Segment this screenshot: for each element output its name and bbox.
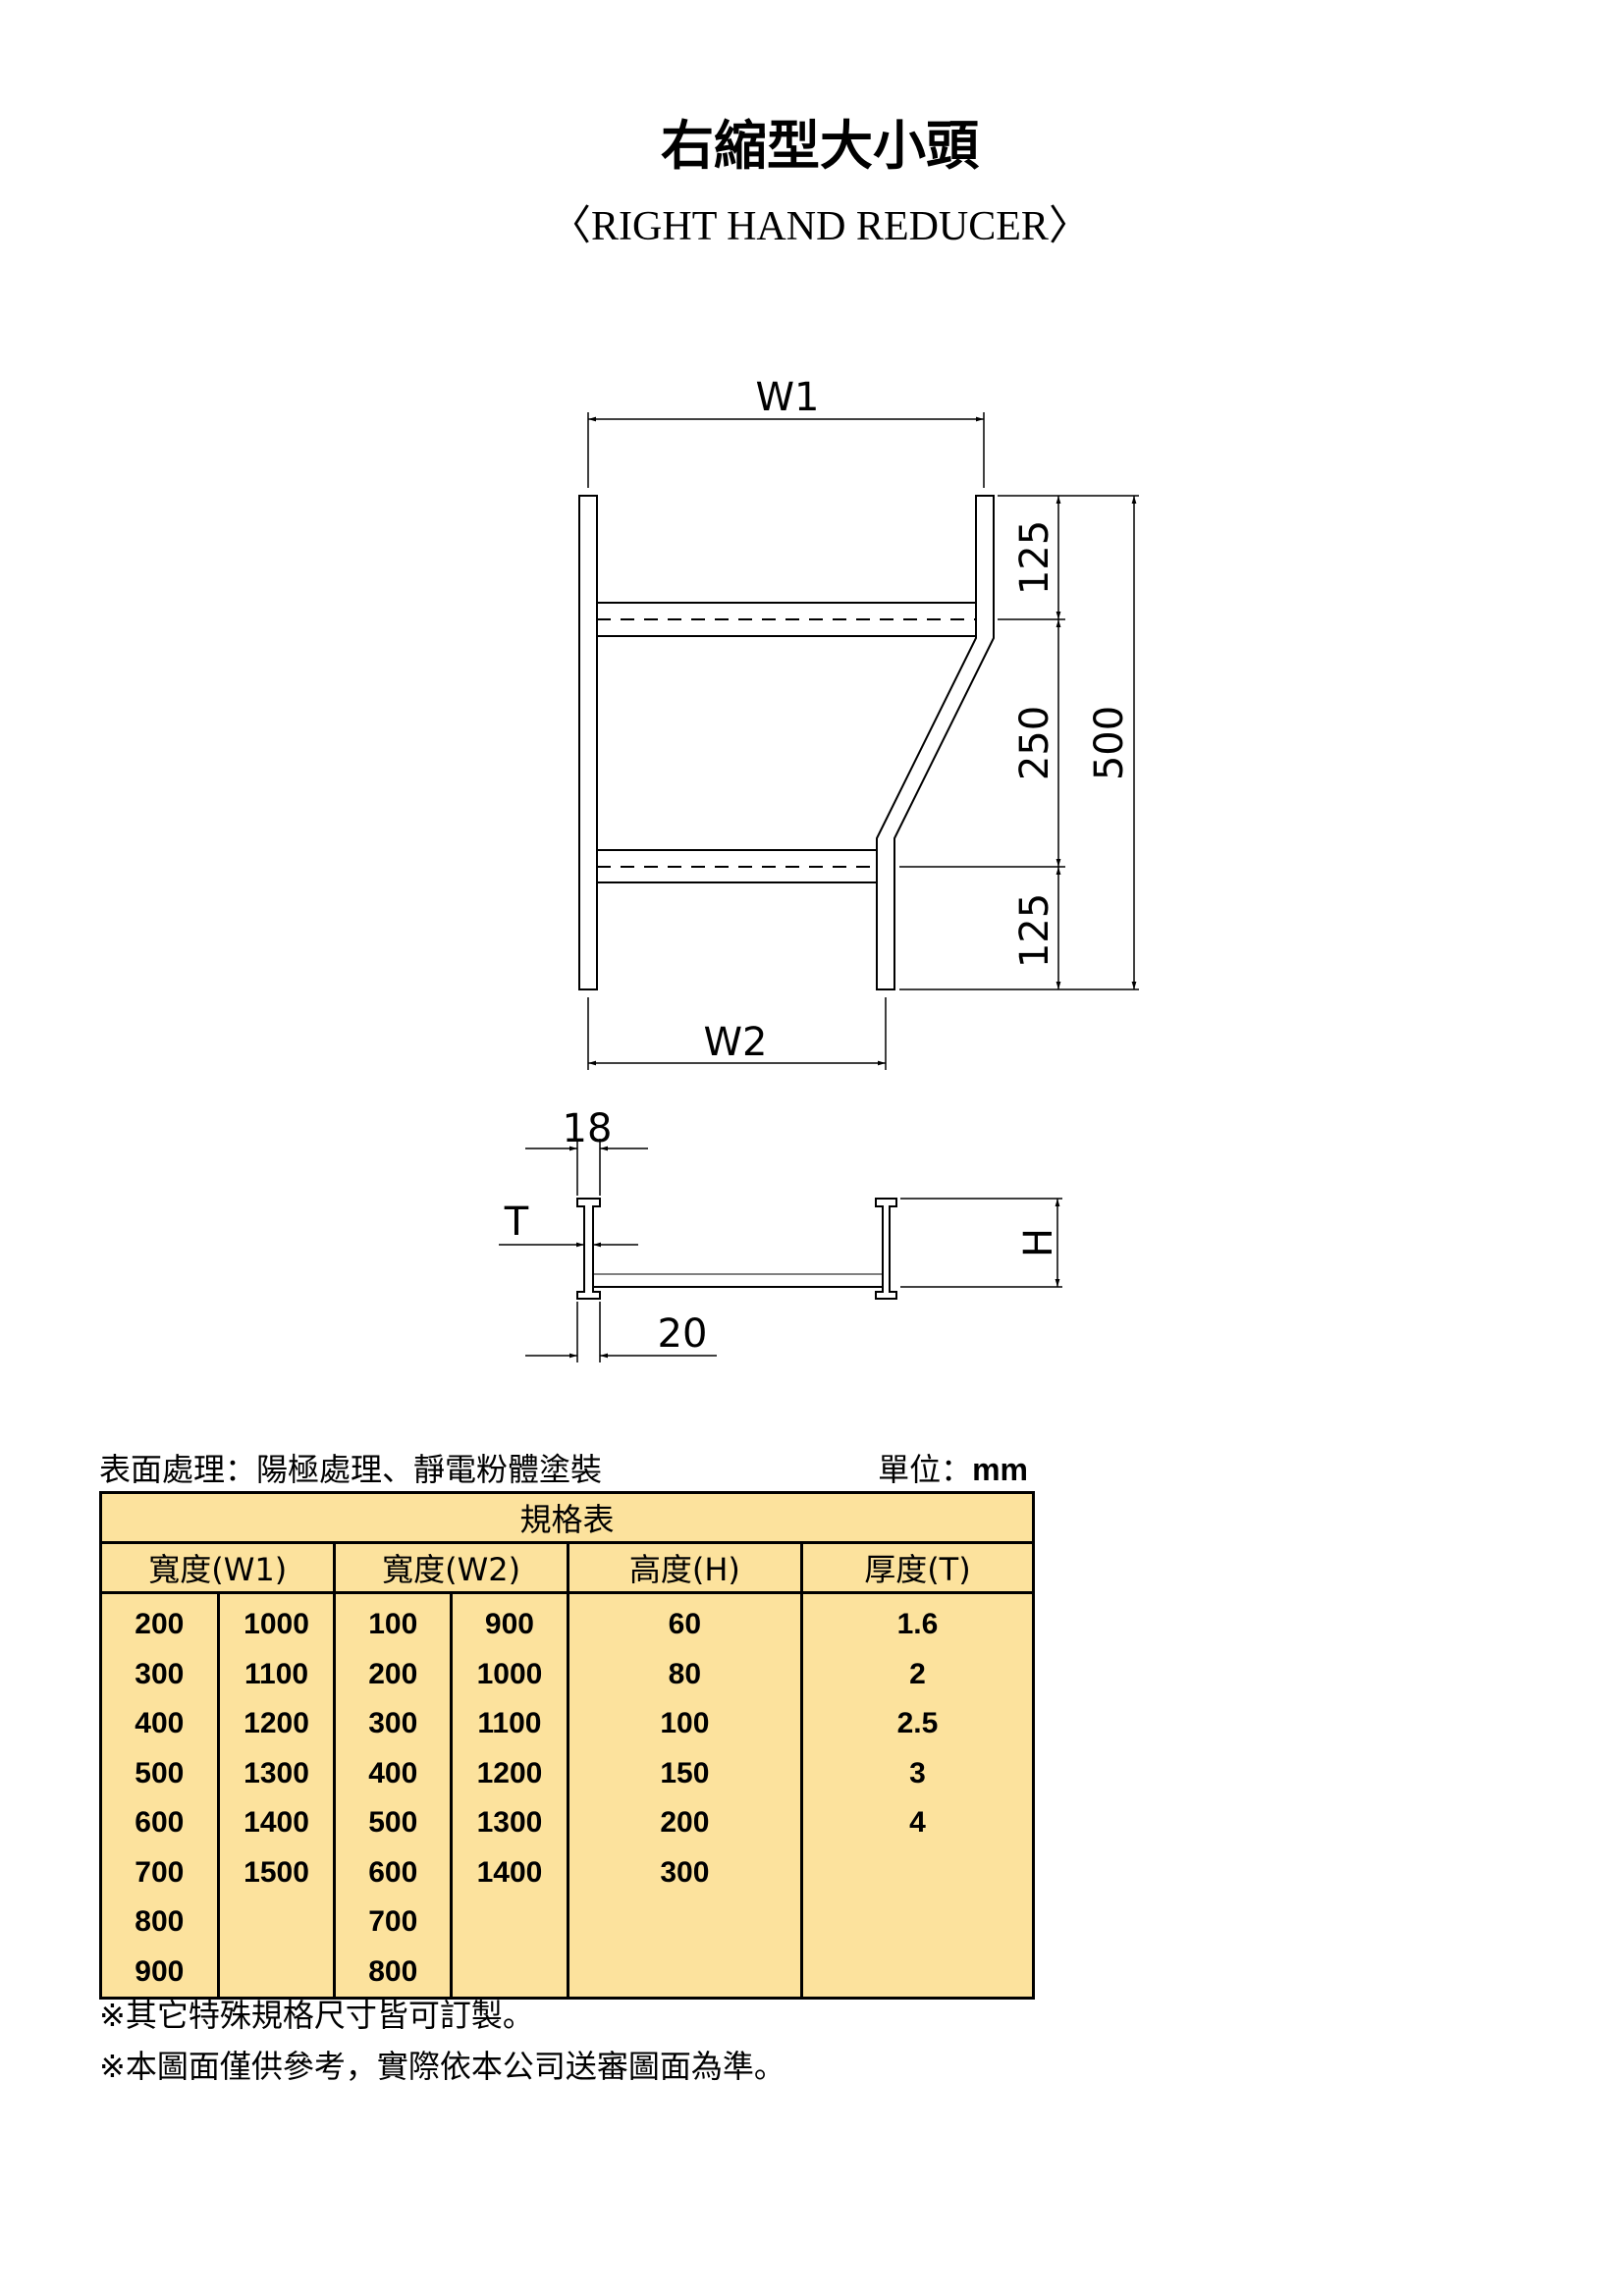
table-cell: 400 — [333, 1748, 454, 1798]
header-w1: 寬度(W1) — [98, 1541, 337, 1594]
page-title: 右縮型大小頭 — [661, 115, 979, 177]
table-cell: 2.5 — [799, 1699, 1036, 1749]
table-cell: 1.6 — [799, 1592, 1036, 1650]
header-w2: 寬度(W2) — [333, 1541, 569, 1594]
section-dimensions — [499, 1139, 1062, 1362]
left-rail — [578, 495, 598, 990]
table-cell — [450, 1947, 569, 2000]
table-cell: 1400 — [450, 1847, 569, 1897]
table-cell: 300 — [566, 1847, 803, 1897]
dim-500: 500 — [1087, 706, 1132, 780]
table-cell: 150 — [566, 1748, 803, 1798]
table-cell: 300 — [333, 1699, 454, 1749]
header-t: 厚度(T) — [799, 1541, 1036, 1594]
unit-value: mm — [972, 1452, 1028, 1487]
table-cell: 200 — [566, 1798, 803, 1848]
table-cell: 700 — [99, 1847, 220, 1897]
table-cell: 4 — [799, 1798, 1036, 1848]
table-cell: 1000 — [450, 1649, 569, 1699]
dim-250: 250 — [1012, 706, 1057, 780]
table-row: 800 700 — [99, 1897, 1036, 1948]
table-cell: 500 — [333, 1798, 454, 1848]
table-cell — [450, 1897, 569, 1948]
table-cell: 1400 — [216, 1798, 337, 1848]
table-cell: 1100 — [216, 1649, 337, 1699]
table-cell: 1500 — [216, 1847, 337, 1897]
dim-125-top: 125 — [1012, 520, 1057, 595]
table-cell: 600 — [99, 1798, 220, 1848]
unit-label-text: 單位： — [878, 1451, 973, 1488]
spec-table-title: 規格表 — [99, 1491, 1035, 1544]
dim-20: 20 — [658, 1311, 708, 1357]
reducer-drawing: W1 W2 125 250 125 500 18 T 20 H — [499, 375, 1139, 1362]
table-cell — [566, 1947, 803, 2000]
dim-125-bottom: 125 — [1012, 893, 1057, 968]
w2-label: W2 — [704, 1020, 768, 1065]
table-cell: 1200 — [450, 1748, 569, 1798]
dim-h: H — [1016, 1228, 1061, 1257]
table-cell: 700 — [333, 1897, 454, 1948]
page-subtitle: 〈RIGHT HAND REDUCER〉 — [550, 204, 1090, 249]
right-channel-section — [875, 1198, 897, 1300]
header-h: 高度(H) — [566, 1541, 803, 1594]
table-cell: 300 — [99, 1649, 220, 1699]
table-cell — [799, 1847, 1036, 1897]
table-cell — [799, 1947, 1036, 2000]
table-cell: 100 — [566, 1699, 803, 1749]
table-cell: 1000 — [216, 1592, 337, 1650]
table-cell: 1100 — [450, 1699, 569, 1749]
table-cell: 400 — [99, 1699, 220, 1749]
table-cell: 900 — [450, 1592, 569, 1650]
table-cell: 900 — [99, 1947, 220, 2000]
w1-label: W1 — [756, 375, 820, 420]
table-cell: 1200 — [216, 1699, 337, 1749]
right-rail — [876, 495, 995, 990]
w1-dimension — [587, 412, 985, 488]
unit-label: 單位：mm — [878, 1445, 1028, 1490]
left-channel-section — [576, 1198, 601, 1300]
note-custom-sizes: ※其它特殊規格尺寸皆可訂製。 — [99, 1997, 534, 2034]
dim-18: 18 — [563, 1106, 613, 1151]
table-cell: 200 — [333, 1649, 454, 1699]
table-cell: 60 — [566, 1592, 803, 1650]
table-cell: 100 — [333, 1592, 454, 1650]
table-cell: 1300 — [216, 1748, 337, 1798]
table-cell: 2 — [799, 1649, 1036, 1699]
table-cell: 3 — [799, 1748, 1036, 1798]
table-cell: 600 — [333, 1847, 454, 1897]
table-cell — [566, 1897, 803, 1948]
dim-t: T — [504, 1200, 529, 1245]
table-cell — [216, 1897, 337, 1948]
w2-dimension — [587, 997, 887, 1070]
table-cell: 800 — [99, 1897, 220, 1948]
table-row: 900 800 — [99, 1947, 1036, 2000]
height-dimensions — [899, 495, 1139, 990]
table-cell — [799, 1897, 1036, 1948]
table-cell: 800 — [333, 1947, 454, 2000]
surface-finish-label: 表面處理：陽極處理、靜電粉體塗裝 — [99, 1451, 603, 1488]
table-cell — [216, 1947, 337, 2000]
table-cell: 200 — [99, 1592, 220, 1650]
note-reference-only: ※本圖面僅供參考，實際依本公司送審圖面為準。 — [99, 2048, 785, 2085]
table-cell: 500 — [99, 1748, 220, 1798]
table-cell: 1300 — [450, 1798, 569, 1848]
table-cell: 80 — [566, 1649, 803, 1699]
